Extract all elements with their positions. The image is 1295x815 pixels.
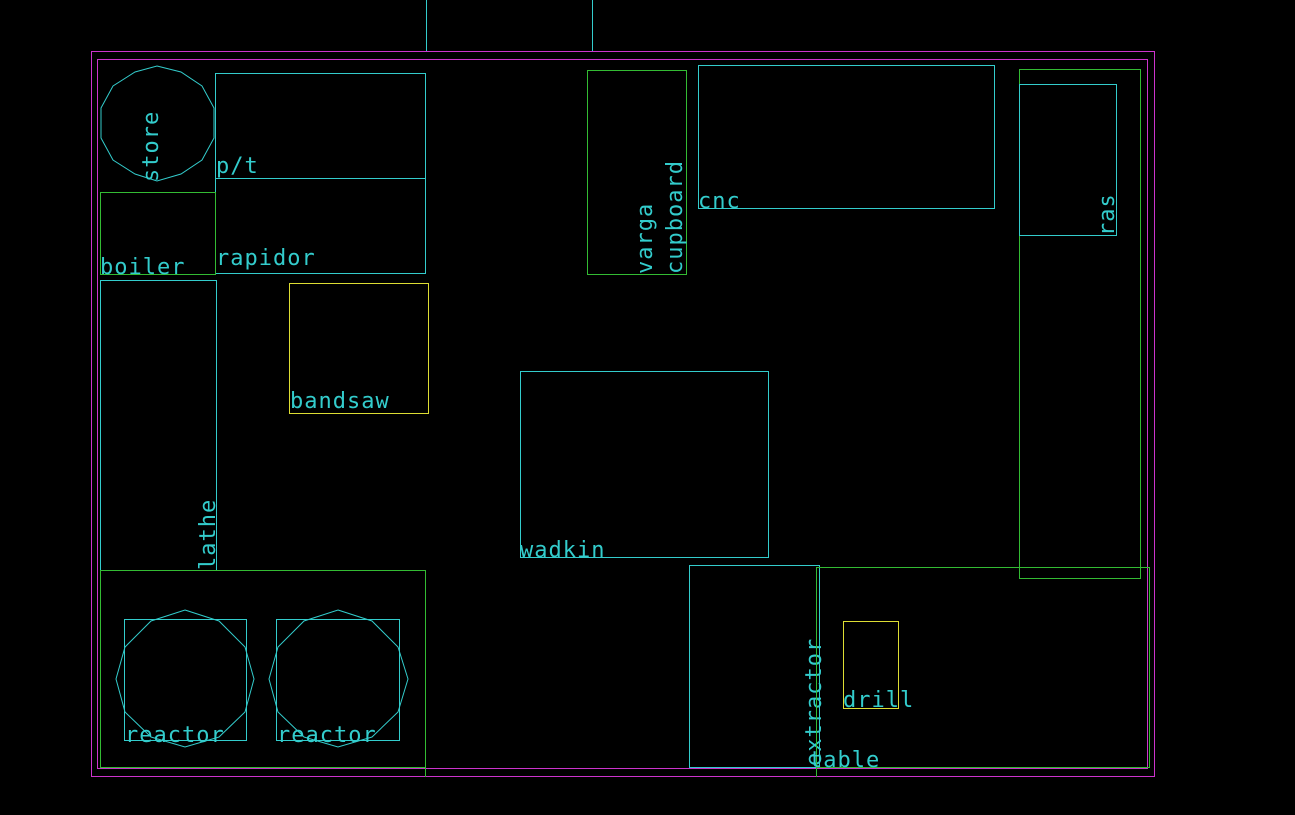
reactor-1-outline [115, 609, 255, 748]
outer-wall [91, 51, 1155, 777]
reactor-2-outline [268, 609, 409, 748]
extractor-outline [689, 565, 820, 768]
store-outline [100, 65, 215, 182]
cnc-label: cnc [698, 189, 741, 214]
inner-wall [97, 59, 1148, 769]
wadkin-label: wadkin [520, 538, 605, 563]
wadkin-outline [520, 371, 769, 558]
bandsaw-outline [289, 283, 429, 414]
bandsaw-label: bandsaw [290, 389, 390, 414]
varga-cupboard-outline [587, 70, 687, 275]
reactor-2-label: reactor [277, 723, 377, 748]
ras-label: ras [1095, 193, 1120, 236]
cnc-outline [698, 65, 995, 209]
reactor-2-box [276, 619, 400, 741]
boiler-label: boiler [100, 255, 185, 280]
table-outline [816, 567, 1150, 768]
drill-label: drill [843, 688, 914, 713]
lathe-label: lathe [196, 499, 221, 570]
reactor-bench-outline [100, 570, 426, 768]
extractor-label: extractor [802, 638, 827, 766]
cupboard-label: cupboard [663, 160, 688, 274]
ras-bench-outline [1019, 69, 1141, 579]
rapidor-label: rapidor [216, 246, 316, 271]
store-label: store [139, 111, 164, 182]
pt-label: p/t [216, 154, 259, 179]
ras-outline [1019, 84, 1117, 236]
boiler-outline [100, 192, 216, 275]
table-label: table [809, 748, 880, 773]
varga-label: varga [633, 203, 658, 274]
reactor-1-label: reactor [125, 723, 225, 748]
drill-outline [843, 621, 899, 709]
reactor-1-box [124, 619, 247, 741]
